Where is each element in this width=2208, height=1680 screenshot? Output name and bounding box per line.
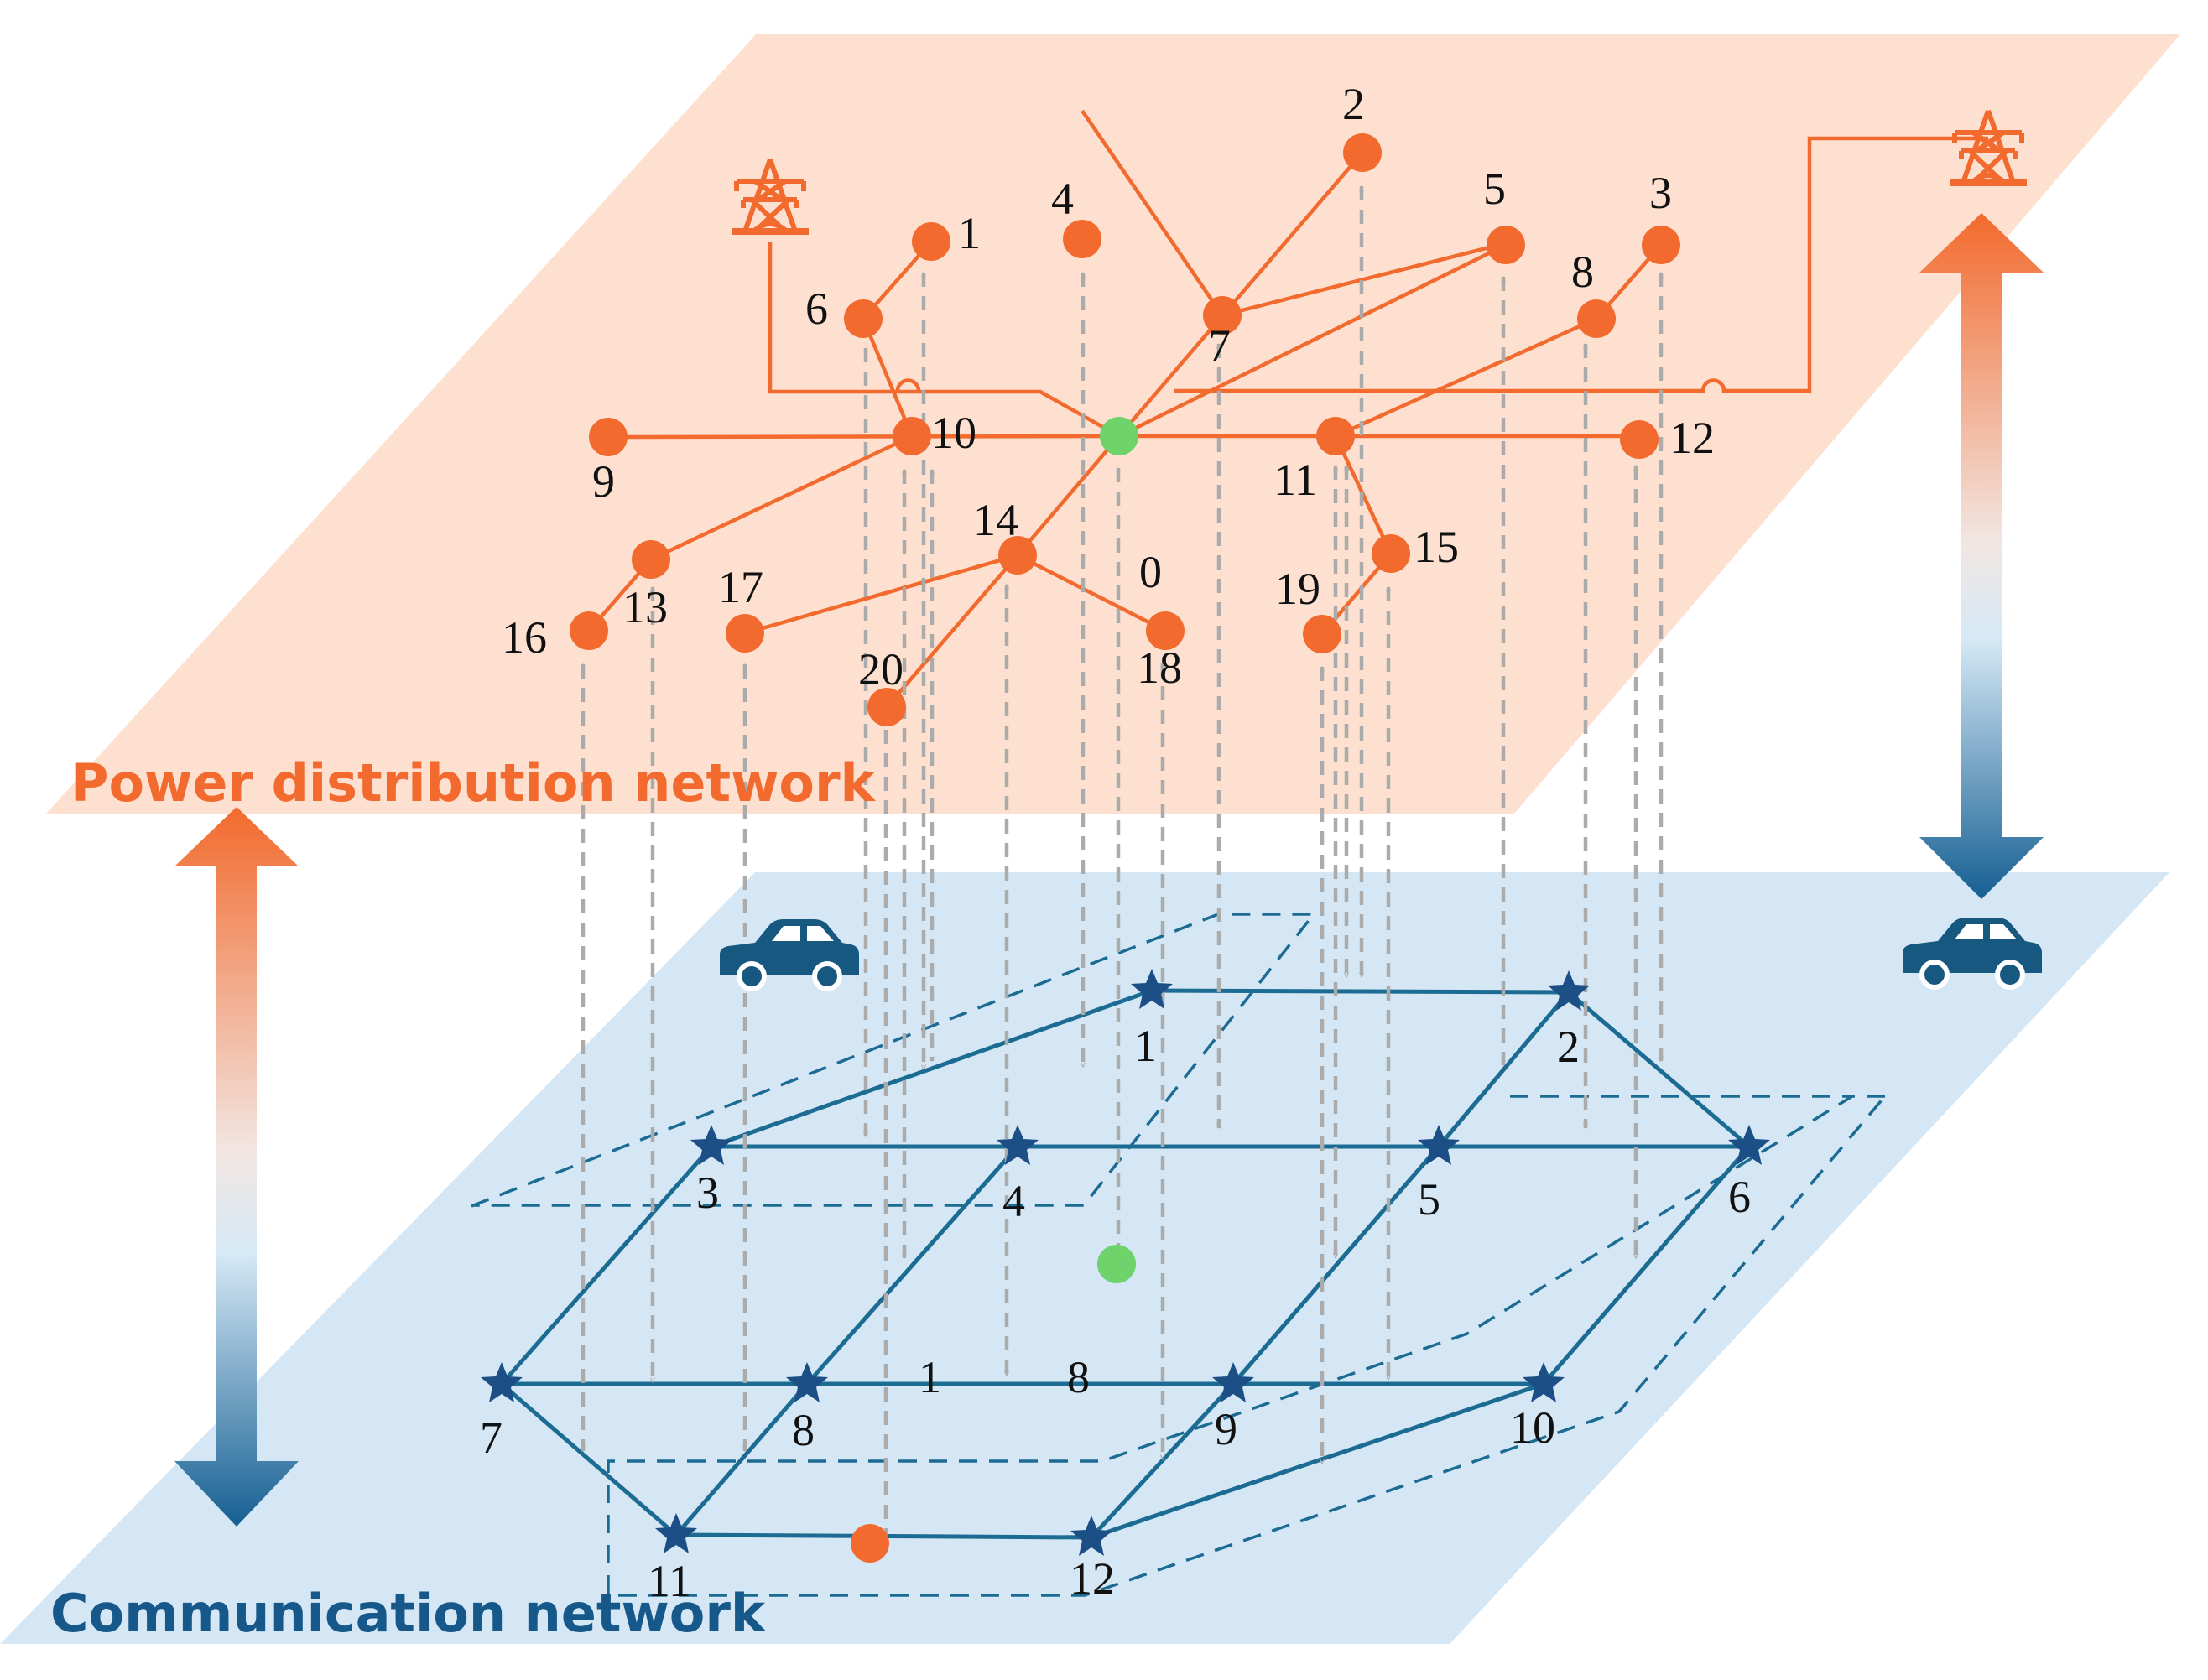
power-node-14: 14 <box>973 495 1018 545</box>
comm-edge-label-8: 8 <box>1067 1352 1090 1402</box>
power-node-0: 0 <box>1139 547 1162 597</box>
power-node-1: 1 <box>958 208 981 258</box>
power-node-9: 9 <box>592 456 615 507</box>
power-node-markers <box>570 133 1680 726</box>
power-node-17: 17 <box>718 562 763 612</box>
comm-edges <box>500 988 1751 1540</box>
power-node-13: 13 <box>622 582 668 632</box>
power-node-4: 4 <box>1051 174 1074 224</box>
power-node-11: 11 <box>1273 455 1317 505</box>
comm-node-1: 1 <box>1134 1021 1157 1071</box>
power-node-20: 20 <box>858 644 904 694</box>
comm-node-12: 12 <box>1070 1553 1115 1604</box>
power-node-3: 3 <box>1649 168 1672 218</box>
comm-node-labels: 1 2 3 4 5 6 7 8 9 10 11 12 1 8 <box>480 1021 1751 1606</box>
comm-layer-title: Communication network <box>50 1583 767 1644</box>
double-arrow-icon <box>174 807 299 1527</box>
comm-node-8: 8 <box>792 1405 815 1455</box>
comm-node-4: 4 <box>1002 1176 1025 1226</box>
power-node-6: 6 <box>805 283 828 334</box>
power-node-5: 5 <box>1483 164 1506 214</box>
power-node-2: 2 <box>1342 79 1365 129</box>
inter-layer-links <box>583 186 1661 1543</box>
power-layer-title: Power distribution network <box>70 752 877 814</box>
power-node-8: 8 <box>1571 247 1594 297</box>
power-node-labels: 0 1 2 3 4 5 6 7 8 9 10 11 12 13 14 15 16… <box>502 79 1715 694</box>
power-node-16: 16 <box>502 612 547 663</box>
double-arrow-icon <box>1919 213 2044 899</box>
power-node-10: 10 <box>931 408 976 458</box>
comm-node-5: 5 <box>1418 1174 1440 1225</box>
power-node-15: 15 <box>1414 522 1459 572</box>
comm-node-7: 7 <box>480 1412 503 1463</box>
power-node-12: 12 <box>1669 413 1715 463</box>
comm-node-markers <box>481 969 1770 1563</box>
comm-node-11: 11 <box>648 1556 691 1606</box>
comm-node-10: 10 <box>1510 1402 1555 1453</box>
power-node-18: 18 <box>1137 642 1182 693</box>
comm-node-2: 2 <box>1557 1022 1580 1072</box>
power-node-19: 19 <box>1275 564 1320 614</box>
power-node-7: 7 <box>1208 320 1231 371</box>
comm-node-6: 6 <box>1728 1172 1751 1222</box>
comm-node-9: 9 <box>1215 1404 1237 1454</box>
comm-plane <box>0 872 2169 1644</box>
comm-edge-label-1: 1 <box>919 1352 941 1402</box>
comm-node-3: 3 <box>696 1168 719 1218</box>
